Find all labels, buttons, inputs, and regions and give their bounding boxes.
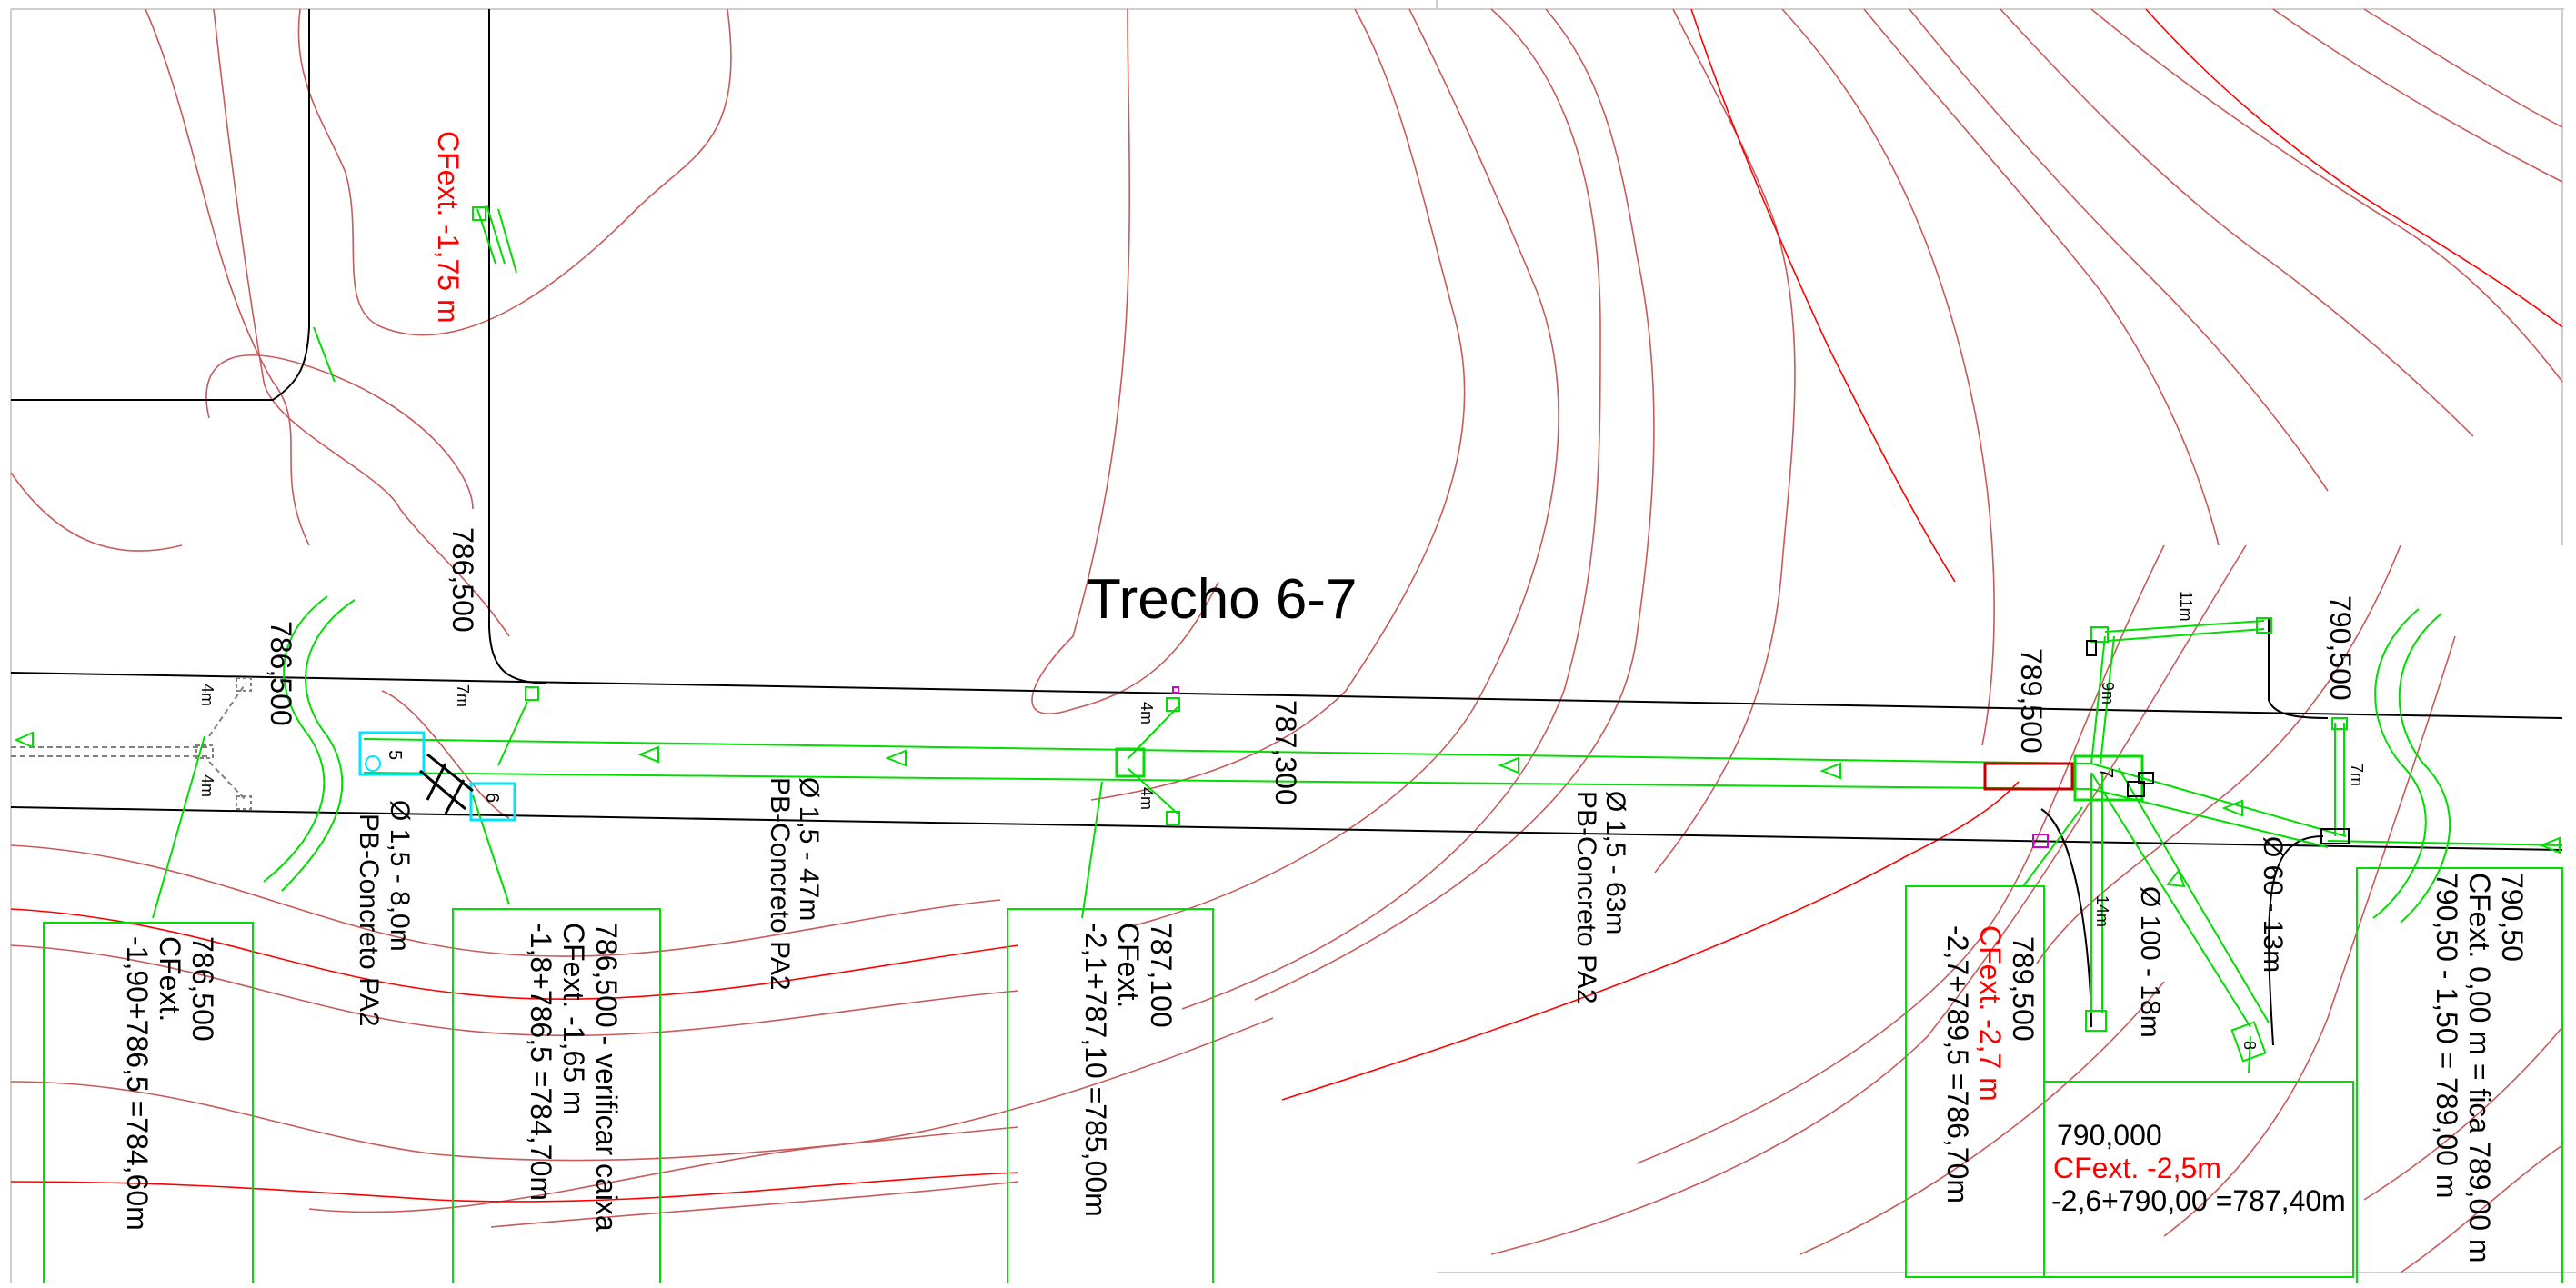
distance-label-14m: 14m (2093, 895, 2111, 927)
elevation-label-786500-a: 786,500 (265, 621, 297, 726)
distance-label-7m-b: 7m (2348, 764, 2366, 786)
pipe-label-p1-material: PB-Concreto PA2 (354, 814, 384, 1027)
box3-line2: CFext. (1112, 923, 1145, 1008)
elevation-label-786500-b: 786,500 (446, 527, 479, 633)
box1-line2: CFext. (154, 936, 186, 1022)
pipe-label-p3-diameter: Ø 1,5 - 63m (1600, 791, 1630, 934)
elevation-label-789500: 789,500 (2015, 648, 2048, 754)
structures (195, 206, 2350, 1063)
box6-line1: 790,50 (2496, 873, 2529, 962)
distance-label-4m-a: 4m (198, 684, 216, 706)
flow-arrows (11, 683, 2561, 888)
annotation-box-2: 786,500 - verificar caixa CFext. -1,65 m… (525, 923, 623, 1232)
annotation-box-1: 786,500 CFext. -1,90+786,5 =784,60m (121, 936, 219, 1231)
pipe-label-p2-material: PB-Concreto PA2 (765, 777, 795, 991)
road-edges (10, 9, 2563, 1046)
box5-line2: CFext. -2,5m (2053, 1152, 2221, 1184)
cfext-label-175: CFext. -1,75 m (432, 131, 465, 324)
box5-line3: -2,6+790,00 =787,40m (2051, 1184, 2346, 1217)
distance-label-11m: 11m (2177, 591, 2195, 622)
pipe-label-p1-diameter: Ø 1,5 - 8,0m (385, 800, 415, 952)
box3-line1: 787,100 (1145, 923, 1178, 1028)
node-label-7: 7 (2096, 768, 2116, 778)
distance-label-7m-a: 7m (454, 684, 472, 707)
pipe-label-p5: Ø 60 - 13m (2258, 836, 2288, 973)
contour-lines-major (10, 8, 2563, 1203)
box4-line3: -2,7+789,5 =786,70m (1941, 925, 1974, 1203)
annotation-box-6: 790,50 CFext. 0,00 m = fica 789,00 m 790… (2431, 873, 2529, 1263)
box5-line1: 790,000 (2057, 1119, 2162, 1152)
distance-label-4m-b: 4m (198, 774, 216, 797)
box6-line2: CFext. 0,00 m = fica 789,00 m (2463, 873, 2496, 1263)
box1-line1: 786,500 (186, 936, 219, 1042)
elevation-label-787300: 787,300 (1269, 700, 1302, 805)
box2-line1: 786,500 - verificar caixa (590, 923, 623, 1232)
box2-line2: CFext. -1,65 m (557, 923, 590, 1115)
box4-line2: CFext. -2,7 m (1974, 925, 2007, 1102)
annotation-box-5: 790,000 CFext. -2,5m -2,6+790,00 =787,40… (2051, 1119, 2346, 1217)
node-label-5: 5 (385, 750, 405, 760)
sheet-frame (10, 0, 2576, 1283)
box4-line1: 789,500 (2007, 936, 2040, 1042)
annotation-box-3: 787,100 CFext. -2,1+787,10 =785,00m (1079, 923, 1178, 1217)
annotation-box-4: 789,500 CFext. -2,7 m -2,7+789,5 =786,70… (1941, 925, 2040, 1203)
box6-line3: 790,50 - 1,50 = 789,00 m (2431, 873, 2463, 1198)
pipe-network (152, 620, 2563, 1073)
green-side-lines (263, 204, 2451, 924)
distance-label-4m-c: 4m (1138, 702, 1156, 724)
box1-line3: -1,90+786,5 =784,60m (121, 936, 154, 1231)
node-label-6: 6 (482, 793, 502, 803)
box2-line3: -1,8+786,5 =784,70m (525, 923, 557, 1201)
pipe-label-p4: Ø 100 - 18m (2135, 886, 2165, 1038)
annotation-box-frames (43, 867, 2563, 1284)
pipe-label-p2-diameter: Ø 1,5 - 47m (794, 777, 824, 921)
node-label-8: 8 (2240, 1041, 2259, 1050)
contour-lines (10, 8, 2563, 1273)
distance-label-4m-d: 4m (1138, 787, 1156, 810)
drawing-title: Trecho 6-7 (1087, 568, 1358, 631)
elevation-label-790500: 790,500 (2324, 595, 2357, 701)
box3-line3: -2,1+787,10 =785,00m (1079, 923, 1112, 1217)
pipe-label-p3-material: PB-Concreto PA2 (1571, 791, 1601, 1004)
distance-label-9m: 9m (2099, 682, 2117, 704)
